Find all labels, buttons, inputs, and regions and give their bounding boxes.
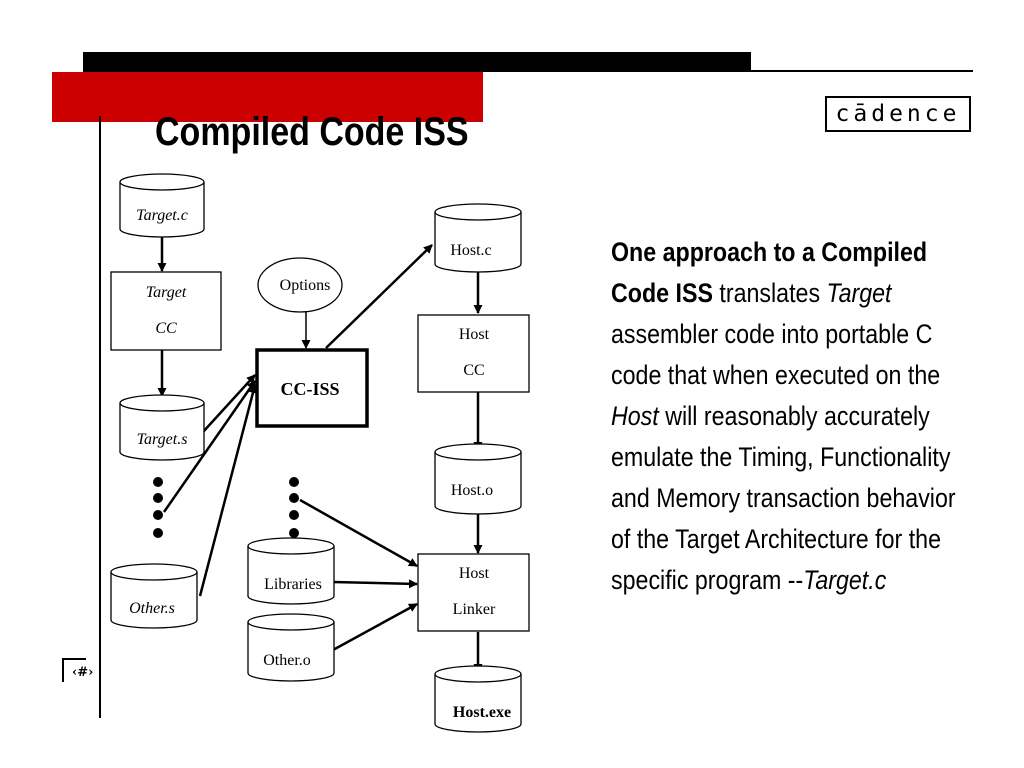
header-black-bar (83, 52, 751, 72)
libraries-file: Libraries (247, 537, 335, 605)
cadence-logo: cādence (825, 96, 971, 132)
ellipsis-dots-left (153, 477, 163, 538)
page-number-corner (62, 658, 86, 682)
arrow-libraries-to-linker (332, 579, 418, 589)
target-cc-box: Target CC (110, 271, 222, 351)
slide-title: Compiled Code ISS (155, 110, 469, 154)
target-c-file: Target.c (119, 173, 205, 238)
body-text-italic: Target (826, 278, 892, 308)
header-red-bar (52, 72, 483, 122)
page-number: ‹#› (72, 665, 94, 680)
cc-iss-label: CC-ISS (280, 379, 339, 399)
left-rule (99, 116, 101, 718)
arrow-others-to-cciss (198, 384, 258, 597)
host-linker-box: Host Linker (417, 553, 530, 632)
diagram-arrows (157, 237, 483, 673)
target-cc-line2: CC (155, 320, 177, 337)
other-s-label: Other.s (129, 600, 175, 617)
header-rule (751, 70, 973, 72)
body-text-italic: Target.c (803, 565, 887, 595)
body-text-segment: assembler code into portable C code that… (611, 319, 941, 390)
ellipsis-dots-middle (289, 477, 299, 538)
target-s-file: Target.s (119, 394, 205, 461)
options-node: Options (257, 257, 343, 313)
host-exe-file: Host.exe (434, 665, 522, 733)
options-label: Options (280, 277, 331, 294)
other-o-label: Other.o (263, 652, 311, 669)
host-exe-label: Host.exe (453, 704, 511, 721)
cc-iss-box: CC-ISS (255, 348, 369, 428)
other-s-file: Other.s (110, 563, 198, 629)
body-text-segment: translates (712, 278, 827, 308)
target-cc-line1: Target (146, 284, 187, 301)
arrow-cciss-to-hostc (325, 244, 433, 349)
arrow-dots-to-cciss (162, 380, 257, 513)
libraries-label: Libraries (264, 576, 322, 593)
arrow-othero-to-linker (332, 602, 418, 652)
target-c-label: Target.c (136, 207, 188, 224)
body-text-italic: Host (611, 401, 659, 431)
host-cc-line1: Host (459, 326, 490, 343)
host-o-label: Host.o (451, 482, 493, 499)
host-c-file: Host.c (434, 203, 522, 273)
host-o-file: Host.o (434, 443, 522, 515)
host-cc-box: Host CC (417, 314, 530, 393)
host-linker-line2: Linker (453, 601, 496, 618)
arrow-targets-to-cciss (202, 374, 256, 433)
other-o-file: Other.o (247, 613, 335, 682)
body-text-bold: One approach to a Compiled Code ISS (611, 237, 928, 308)
arrow-dots-to-linker (299, 498, 418, 568)
host-cc-line2: CC (463, 362, 484, 379)
host-c-label: Host.c (450, 242, 491, 259)
slide-body-text: One approach to a Compiled Code ISS tran… (611, 232, 972, 601)
target-s-label: Target.s (137, 431, 188, 448)
body-text-segment: will reasonably accurately emulate the T… (611, 401, 956, 595)
host-linker-line1: Host (459, 565, 490, 582)
